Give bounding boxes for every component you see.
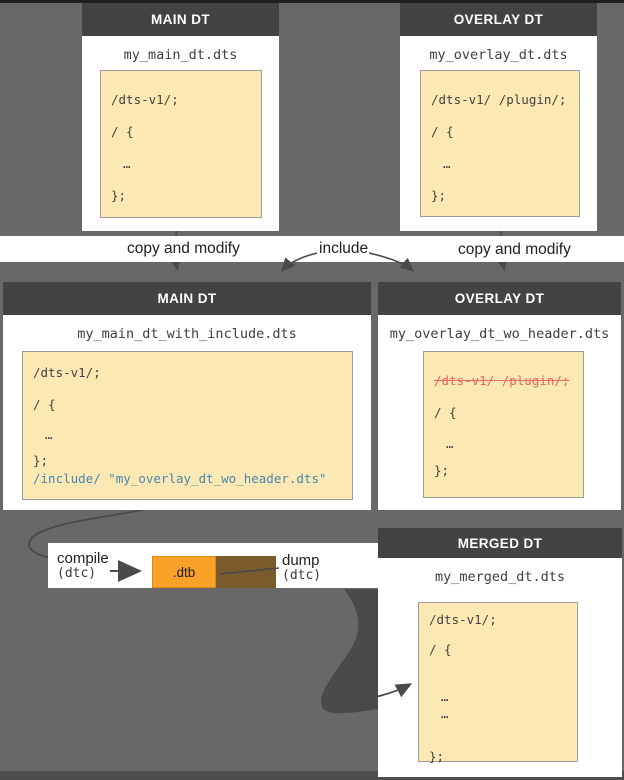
overlay-dt-wo-header-filename: my_overlay_dt_wo_header.dts: [389, 326, 610, 342]
merged-dt-filename: my_merged_dt.dts: [434, 569, 566, 585]
main-dt-with-include-filename: my_main_dt_with_include.dts: [77, 326, 297, 342]
code-line: /dts-v1/;: [111, 92, 179, 107]
overlay-dt-code: /dts-v1/ /plugin/; / { … };: [420, 70, 580, 217]
overlay-dt-header: OVERLAY DT: [400, 3, 597, 36]
merged-dt-box: MERGED DT my_merged_dt.dts /dts-v1/; / {…: [378, 528, 622, 777]
dtb-box-shadow: [216, 556, 276, 588]
main-dt-code: /dts-v1/; / { … };: [100, 70, 262, 218]
merged-dt-header: MERGED DT: [378, 528, 622, 558]
code-line: …: [45, 427, 53, 442]
bottom-edge-strip: [0, 771, 624, 780]
code-line: };: [111, 188, 127, 203]
code-line: / {: [434, 405, 457, 420]
main-dt-with-include-code: /dts-v1/; / { … }; /include/ "my_overlay…: [22, 351, 353, 500]
main-dt-with-include-box: MAIN DT my_main_dt_with_include.dts /dts…: [3, 282, 371, 510]
main-dt-header: MAIN DT: [82, 3, 279, 36]
main-dt-box: MAIN DT my_main_dt.dts /dts-v1/; / { … }…: [82, 3, 279, 231]
code-line: };: [429, 749, 445, 764]
dtb-file-box: .dtb: [152, 556, 216, 588]
dump-swoosh-shape: [321, 589, 378, 714]
code-line: …: [123, 156, 131, 171]
code-line: };: [434, 463, 450, 478]
code-line: …: [446, 436, 454, 451]
code-line: };: [33, 453, 49, 468]
compile-label: compile (dtc): [57, 551, 109, 581]
code-line: / {: [33, 397, 56, 412]
main-dt-with-include-header: MAIN DT: [3, 282, 371, 315]
dump-label: dump (dtc): [282, 553, 321, 583]
code-line: /dts-v1/;: [33, 365, 101, 380]
code-line: / {: [429, 642, 452, 657]
overlay-dt-filename: my_overlay_dt.dts: [429, 47, 568, 63]
code-line: };: [431, 188, 447, 203]
code-line: …: [441, 706, 449, 721]
code-line: /dts-v1/;: [429, 612, 497, 627]
overlay-dt-wo-header-header: OVERLAY DT: [378, 282, 621, 315]
code-line: …: [441, 689, 449, 704]
overlay-dt-wo-header-box: OVERLAY DT my_overlay_dt_wo_header.dts /…: [378, 282, 621, 510]
dtb-label: .dtb: [172, 564, 196, 580]
code-line: / {: [111, 124, 134, 139]
overlay-dt-box: OVERLAY DT my_overlay_dt.dts /dts-v1/ /p…: [400, 3, 597, 231]
include-directive-line: /include/ "my_overlay_dt_wo_header.dts": [33, 471, 327, 486]
merged-dt-code: /dts-v1/; / { … … };: [418, 602, 578, 764]
code-line: /dts-v1/ /plugin/;: [431, 92, 567, 107]
code-line: / {: [431, 124, 454, 139]
main-dt-filename: my_main_dt.dts: [123, 47, 238, 63]
dump-text: dump: [282, 552, 320, 569]
include-label: include: [319, 240, 369, 257]
compile-dtc-text: (dtc): [57, 566, 97, 581]
code-line: …: [443, 156, 451, 171]
copy-and-modify-label-left: copy and modify: [127, 240, 240, 257]
dump-dtc-text: (dtc): [282, 568, 322, 583]
top-edge-strip: [0, 0, 624, 3]
copy-and-modify-label-right: copy and modify: [458, 241, 571, 258]
compile-text: compile: [57, 550, 109, 567]
overlay-dt-wo-header-code: /dts-v1/ /plugin/; / { … };: [423, 351, 584, 498]
removed-header-line: /dts-v1/ /plugin/;: [434, 373, 570, 388]
